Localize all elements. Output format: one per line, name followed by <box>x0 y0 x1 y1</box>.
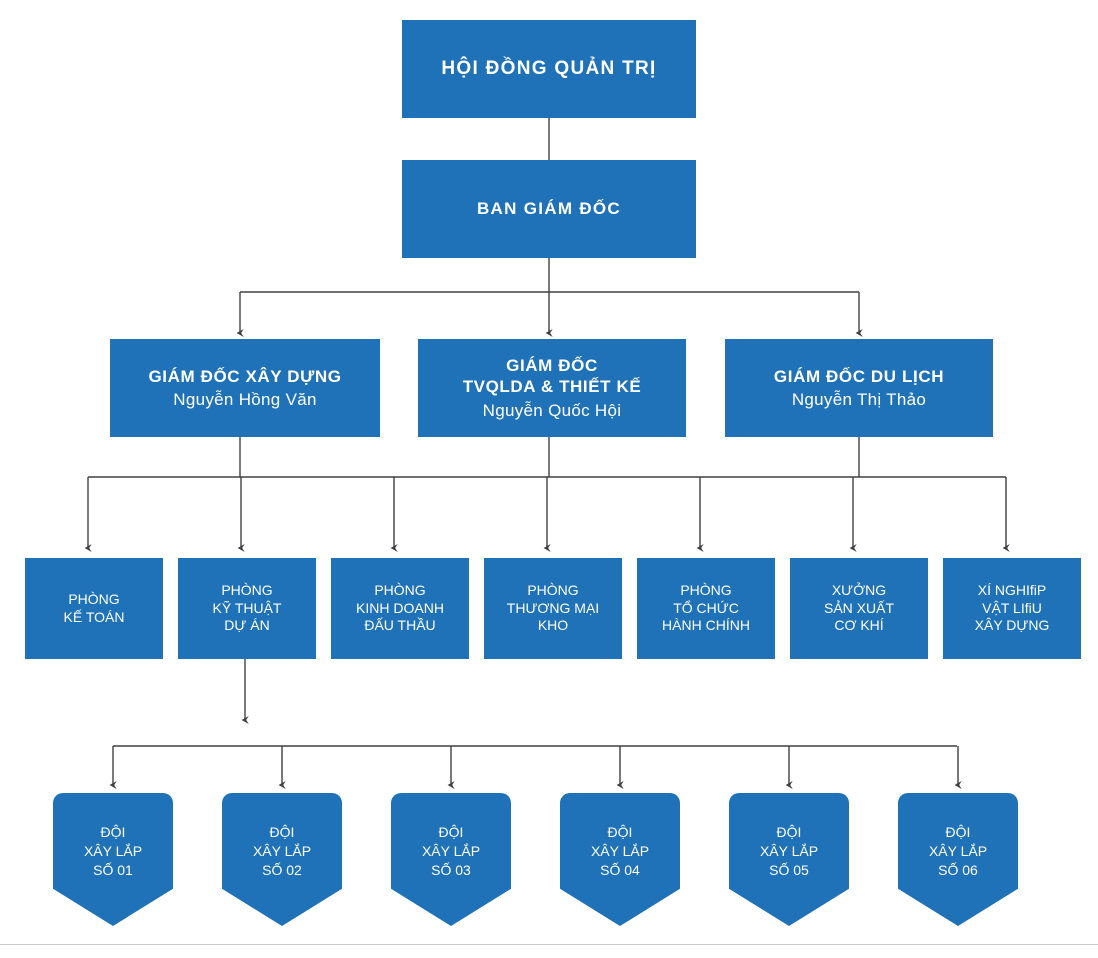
node-line-3: SỐ 06 <box>938 861 978 878</box>
node-line-3: SỐ 01 <box>93 861 133 878</box>
node-giam-doc-xay-dung[interactable]: GIÁM ĐỐC XÂY DỰNG Nguyễn Hồng Văn <box>110 339 380 437</box>
node-xuong-san-xuat-co-khi[interactable]: XƯỞNG SẢN XUẤT CƠ KHÍ <box>790 558 928 659</box>
node-line-2: VẬT LIfiU <box>982 599 1042 616</box>
node-title-line1: GIÁM ĐỐC <box>506 356 598 376</box>
node-doi-xay-lap-06[interactable]: ĐỘI XÂY LẮP SỐ 06 <box>898 793 1018 926</box>
node-line-1: XƯỞNG <box>831 582 887 599</box>
node-doi-xay-lap-03[interactable]: ĐỘI XÂY LẮP SỐ 03 <box>391 793 511 926</box>
node-line-1: PHÒNG <box>374 582 426 599</box>
node-line-3: CƠ KHÍ <box>834 617 884 634</box>
node-line-1: ĐỘI <box>100 824 126 840</box>
node-phong-ky-thuat-du-an[interactable]: PHÒNG KỸ THUẬT DỰ ÁN <box>178 558 316 659</box>
node-line-3: XÂY DỰNG <box>974 617 1050 634</box>
node-line-2: XÂY LẮP <box>252 842 312 859</box>
node-doi-xay-lap-01[interactable]: ĐỘI XÂY LẮP SỐ 01 <box>53 793 173 926</box>
node-person: Nguyễn Thị Thảo <box>791 390 927 409</box>
node-line-3: SỐ 04 <box>600 861 640 878</box>
node-line-1: PHÒNG <box>527 582 579 599</box>
node-giam-doc-du-lich[interactable]: GIÁM ĐỐC DU LỊCH Nguyễn Thị Thảo <box>725 339 993 437</box>
node-title-line2: TVQLDA & THIẾT KẾ <box>462 377 642 397</box>
node-title: HỘI ĐỒNG QUẢN TRỊ <box>441 58 657 80</box>
node-doi-xay-lap-04[interactable]: ĐỘI XÂY LẮP SỐ 04 <box>560 793 680 926</box>
node-line-2: XÂY LẮP <box>83 842 143 859</box>
node-line-3: HÀNH CHÍNH <box>662 617 750 634</box>
node-line-3: SỐ 02 <box>262 861 302 878</box>
node-line-2: TỔ CHỨC <box>673 599 739 616</box>
node-line-2: XÂY LẮP <box>759 842 819 859</box>
node-line-2: THƯƠNG MẠI <box>506 599 600 616</box>
node-xi-nghiep-vat-lieu-xay-dung[interactable]: XÍ NGHIfiP VẬT LIfiU XÂY DỰNG <box>943 558 1081 659</box>
node-title: GIÁM ĐỐC XÂY DỰNG <box>148 366 342 386</box>
node-phong-kinh-doanh-dau-thau[interactable]: PHÒNG KINH DOANH ĐẤU THẦU <box>331 558 469 659</box>
node-line-1: ĐỘI <box>945 824 971 840</box>
node-title: GIÁM ĐỐC DU LỊCH <box>773 366 945 386</box>
node-line-1: XÍ NGHIfiP <box>977 582 1047 599</box>
node-line-1: PHÒNG <box>680 582 732 599</box>
node-line-1: PHÒNG <box>221 582 273 599</box>
node-title: BAN GIÁM ĐỐC <box>476 199 622 219</box>
node-line-2: KỸ THUẬT <box>212 599 282 616</box>
node-ban-giam-doc[interactable]: BAN GIÁM ĐỐC <box>402 160 696 258</box>
node-line-2: SẢN XUẤT <box>823 599 894 616</box>
node-line-1: ĐỘI <box>438 824 464 840</box>
node-line-3: ĐẤU THẦU <box>364 617 436 634</box>
node-line-1: ĐỘI <box>607 824 633 840</box>
node-line-1: PHÒNG <box>68 591 120 607</box>
node-hoi-dong-quan-tri[interactable]: HỘI ĐỒNG QUẢN TRỊ <box>402 20 696 118</box>
node-line-1: ĐỘI <box>269 824 295 840</box>
node-line-3: SỐ 05 <box>769 861 809 878</box>
footer-divider <box>0 944 1098 945</box>
node-line-2: KINH DOANH <box>356 599 444 616</box>
node-phong-thuong-mai-kho[interactable]: PHÒNG THƯƠNG MẠI KHO <box>484 558 622 659</box>
node-phong-to-chuc-hanh-chinh[interactable]: PHÒNG TỔ CHỨC HÀNH CHÍNH <box>637 558 775 659</box>
node-line-2: XÂY LẮP <box>421 842 481 859</box>
node-line-2: XÂY LẮP <box>590 842 650 859</box>
node-line-2: KẾ TOÁN <box>63 608 125 625</box>
node-person: Nguyễn Hồng Văn <box>173 390 317 409</box>
node-person: Nguyễn Quốc Hội <box>482 400 622 420</box>
node-phong-ke-toan[interactable]: PHÒNG KẾ TOÁN <box>25 558 163 659</box>
node-line-1: ĐỘI <box>776 824 802 840</box>
node-doi-xay-lap-02[interactable]: ĐỘI XÂY LẮP SỐ 02 <box>222 793 342 926</box>
node-giam-doc-tvqlda-thiet-ke[interactable]: GIÁM ĐỐC TVQLDA & THIẾT KẾ Nguyễn Quốc H… <box>418 339 686 437</box>
node-line-3: SỐ 03 <box>431 861 471 878</box>
node-line-2: XÂY LẮP <box>928 842 988 859</box>
node-line-3: KHO <box>537 617 569 634</box>
node-line-3: DỰ ÁN <box>224 617 270 634</box>
node-doi-xay-lap-05[interactable]: ĐỘI XÂY LẮP SỐ 05 <box>729 793 849 926</box>
